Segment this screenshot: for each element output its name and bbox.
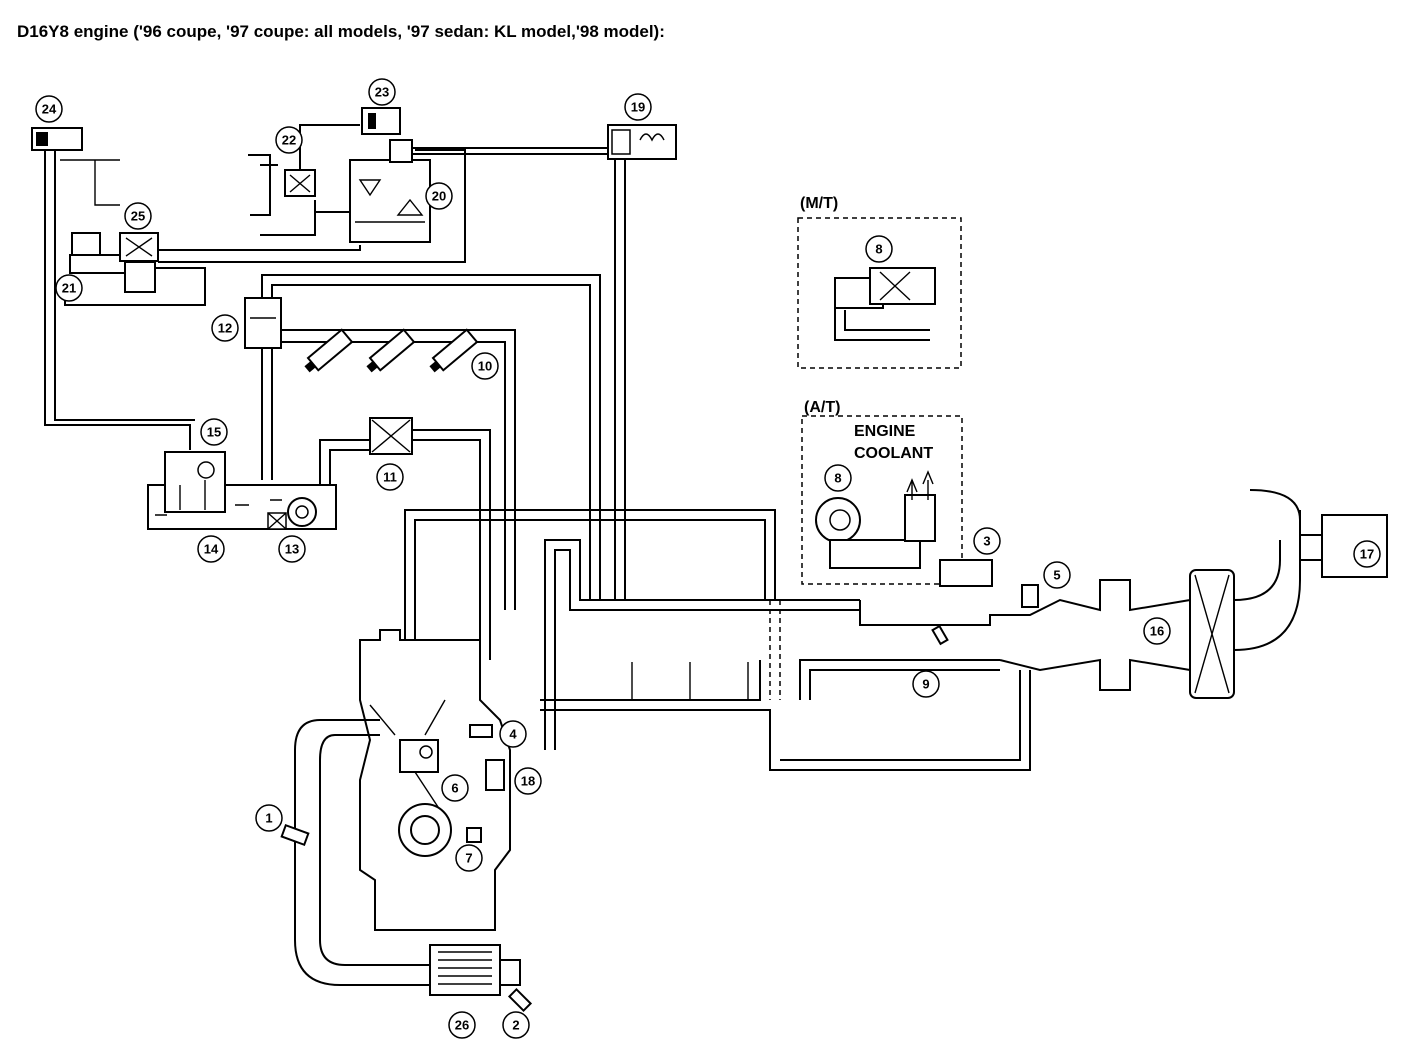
svg-text:15: 15 (207, 425, 221, 440)
svg-text:6: 6 (451, 781, 458, 796)
callout-13: 13 (278, 535, 306, 563)
svg-text:14: 14 (204, 542, 219, 557)
exhaust-system (280, 719, 533, 1013)
engine-block (359, 629, 511, 931)
svg-text:21: 21 (62, 281, 76, 296)
component-14-fuel-tank (147, 451, 337, 530)
component-24-connector (31, 127, 83, 151)
callout-6: 6 (441, 774, 469, 802)
callout-21: 21 (55, 274, 83, 302)
svg-text:20: 20 (432, 189, 446, 204)
callout-10: 10 (471, 352, 499, 380)
svg-text:8: 8 (875, 242, 882, 257)
callout-3: 3 (973, 527, 1001, 555)
callout-23: 23 (368, 78, 396, 106)
svg-text:4: 4 (509, 727, 517, 742)
callout-9: 9 (912, 670, 940, 698)
mt-detail-box (797, 217, 962, 369)
svg-text:23: 23 (375, 85, 389, 100)
svg-text:16: 16 (1150, 624, 1164, 639)
svg-text:11: 11 (383, 470, 397, 485)
callout-11: 11 (376, 463, 404, 491)
svg-text:19: 19 (631, 100, 645, 115)
callout-25: 25 (124, 202, 152, 230)
svg-text:18: 18 (521, 774, 535, 789)
engine-coolant-line1: ENGINE (854, 423, 916, 440)
callout-8-mt: 8 (865, 235, 893, 263)
callout-24: 24 (35, 95, 63, 123)
callout-22: 22 (275, 126, 303, 154)
callout-7: 7 (455, 844, 483, 872)
engine-coolant-line2: COOLANT (854, 445, 933, 462)
svg-text:3: 3 (983, 534, 990, 549)
callout-17: 17 (1353, 540, 1381, 568)
at-detail-box (801, 415, 993, 587)
component-20-22-23-assembly (248, 107, 610, 243)
callout-20: 20 (425, 182, 453, 210)
svg-text:8: 8 (834, 471, 841, 486)
component-19-valve (607, 124, 677, 600)
svg-text:10: 10 (478, 359, 492, 374)
svg-text:22: 22 (282, 133, 296, 148)
svg-text:26: 26 (455, 1018, 469, 1033)
component-11-fuel-filter (319, 417, 491, 660)
svg-text:13: 13 (285, 542, 299, 557)
main-hoses (404, 509, 1031, 771)
callout-1: 1 (255, 804, 283, 832)
right-exhaust (859, 489, 1388, 699)
component-10-injectors (304, 328, 479, 373)
callout-5: 5 (1043, 561, 1071, 589)
callout-14: 14 (197, 535, 225, 563)
callout-2: 2 (502, 1011, 530, 1039)
svg-text:5: 5 (1053, 568, 1060, 583)
svg-text:25: 25 (131, 209, 145, 224)
callout-19: 19 (624, 93, 652, 121)
hose-24-to-15 (44, 150, 195, 450)
callout-12: 12 (211, 314, 239, 342)
diagram-title: D16Y8 engine ('96 coupe, '97 coupe: all … (17, 22, 665, 41)
callout-15: 15 (200, 418, 228, 446)
mt-label: (M/T) (800, 195, 838, 212)
svg-text:17: 17 (1360, 547, 1374, 562)
svg-text:12: 12 (218, 321, 232, 336)
at-label: (A/T) (804, 399, 840, 416)
svg-text:24: 24 (42, 102, 57, 117)
callout-18: 18 (514, 767, 542, 795)
callout-16: 16 (1143, 617, 1171, 645)
callout-4: 4 (499, 720, 527, 748)
callout-8-at: 8 (824, 464, 852, 492)
svg-text:7: 7 (465, 851, 472, 866)
svg-text:1: 1 (265, 811, 272, 826)
svg-text:9: 9 (922, 677, 929, 692)
callout-26: 26 (448, 1011, 476, 1039)
svg-text:2: 2 (512, 1018, 519, 1033)
